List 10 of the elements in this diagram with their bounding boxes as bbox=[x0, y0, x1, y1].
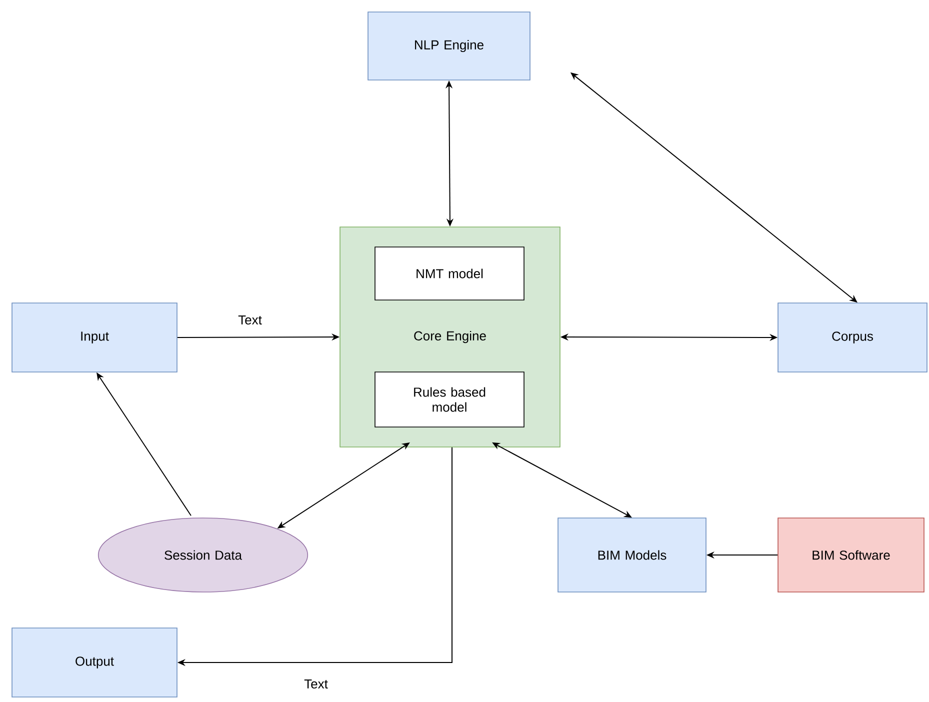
model-box: Rules based model bbox=[374, 372, 524, 428]
process-box: NLP Engine bbox=[368, 12, 530, 80]
edge-label: Text bbox=[237, 314, 263, 326]
model-box: NMT model bbox=[374, 246, 524, 300]
process-box: BIM Software bbox=[778, 518, 924, 592]
edge-label: Text bbox=[303, 678, 329, 690]
process-box: Corpus bbox=[778, 302, 928, 372]
process-box: Input bbox=[12, 302, 178, 372]
process-box: Output bbox=[12, 628, 178, 698]
process-box: BIM Models bbox=[558, 518, 706, 592]
